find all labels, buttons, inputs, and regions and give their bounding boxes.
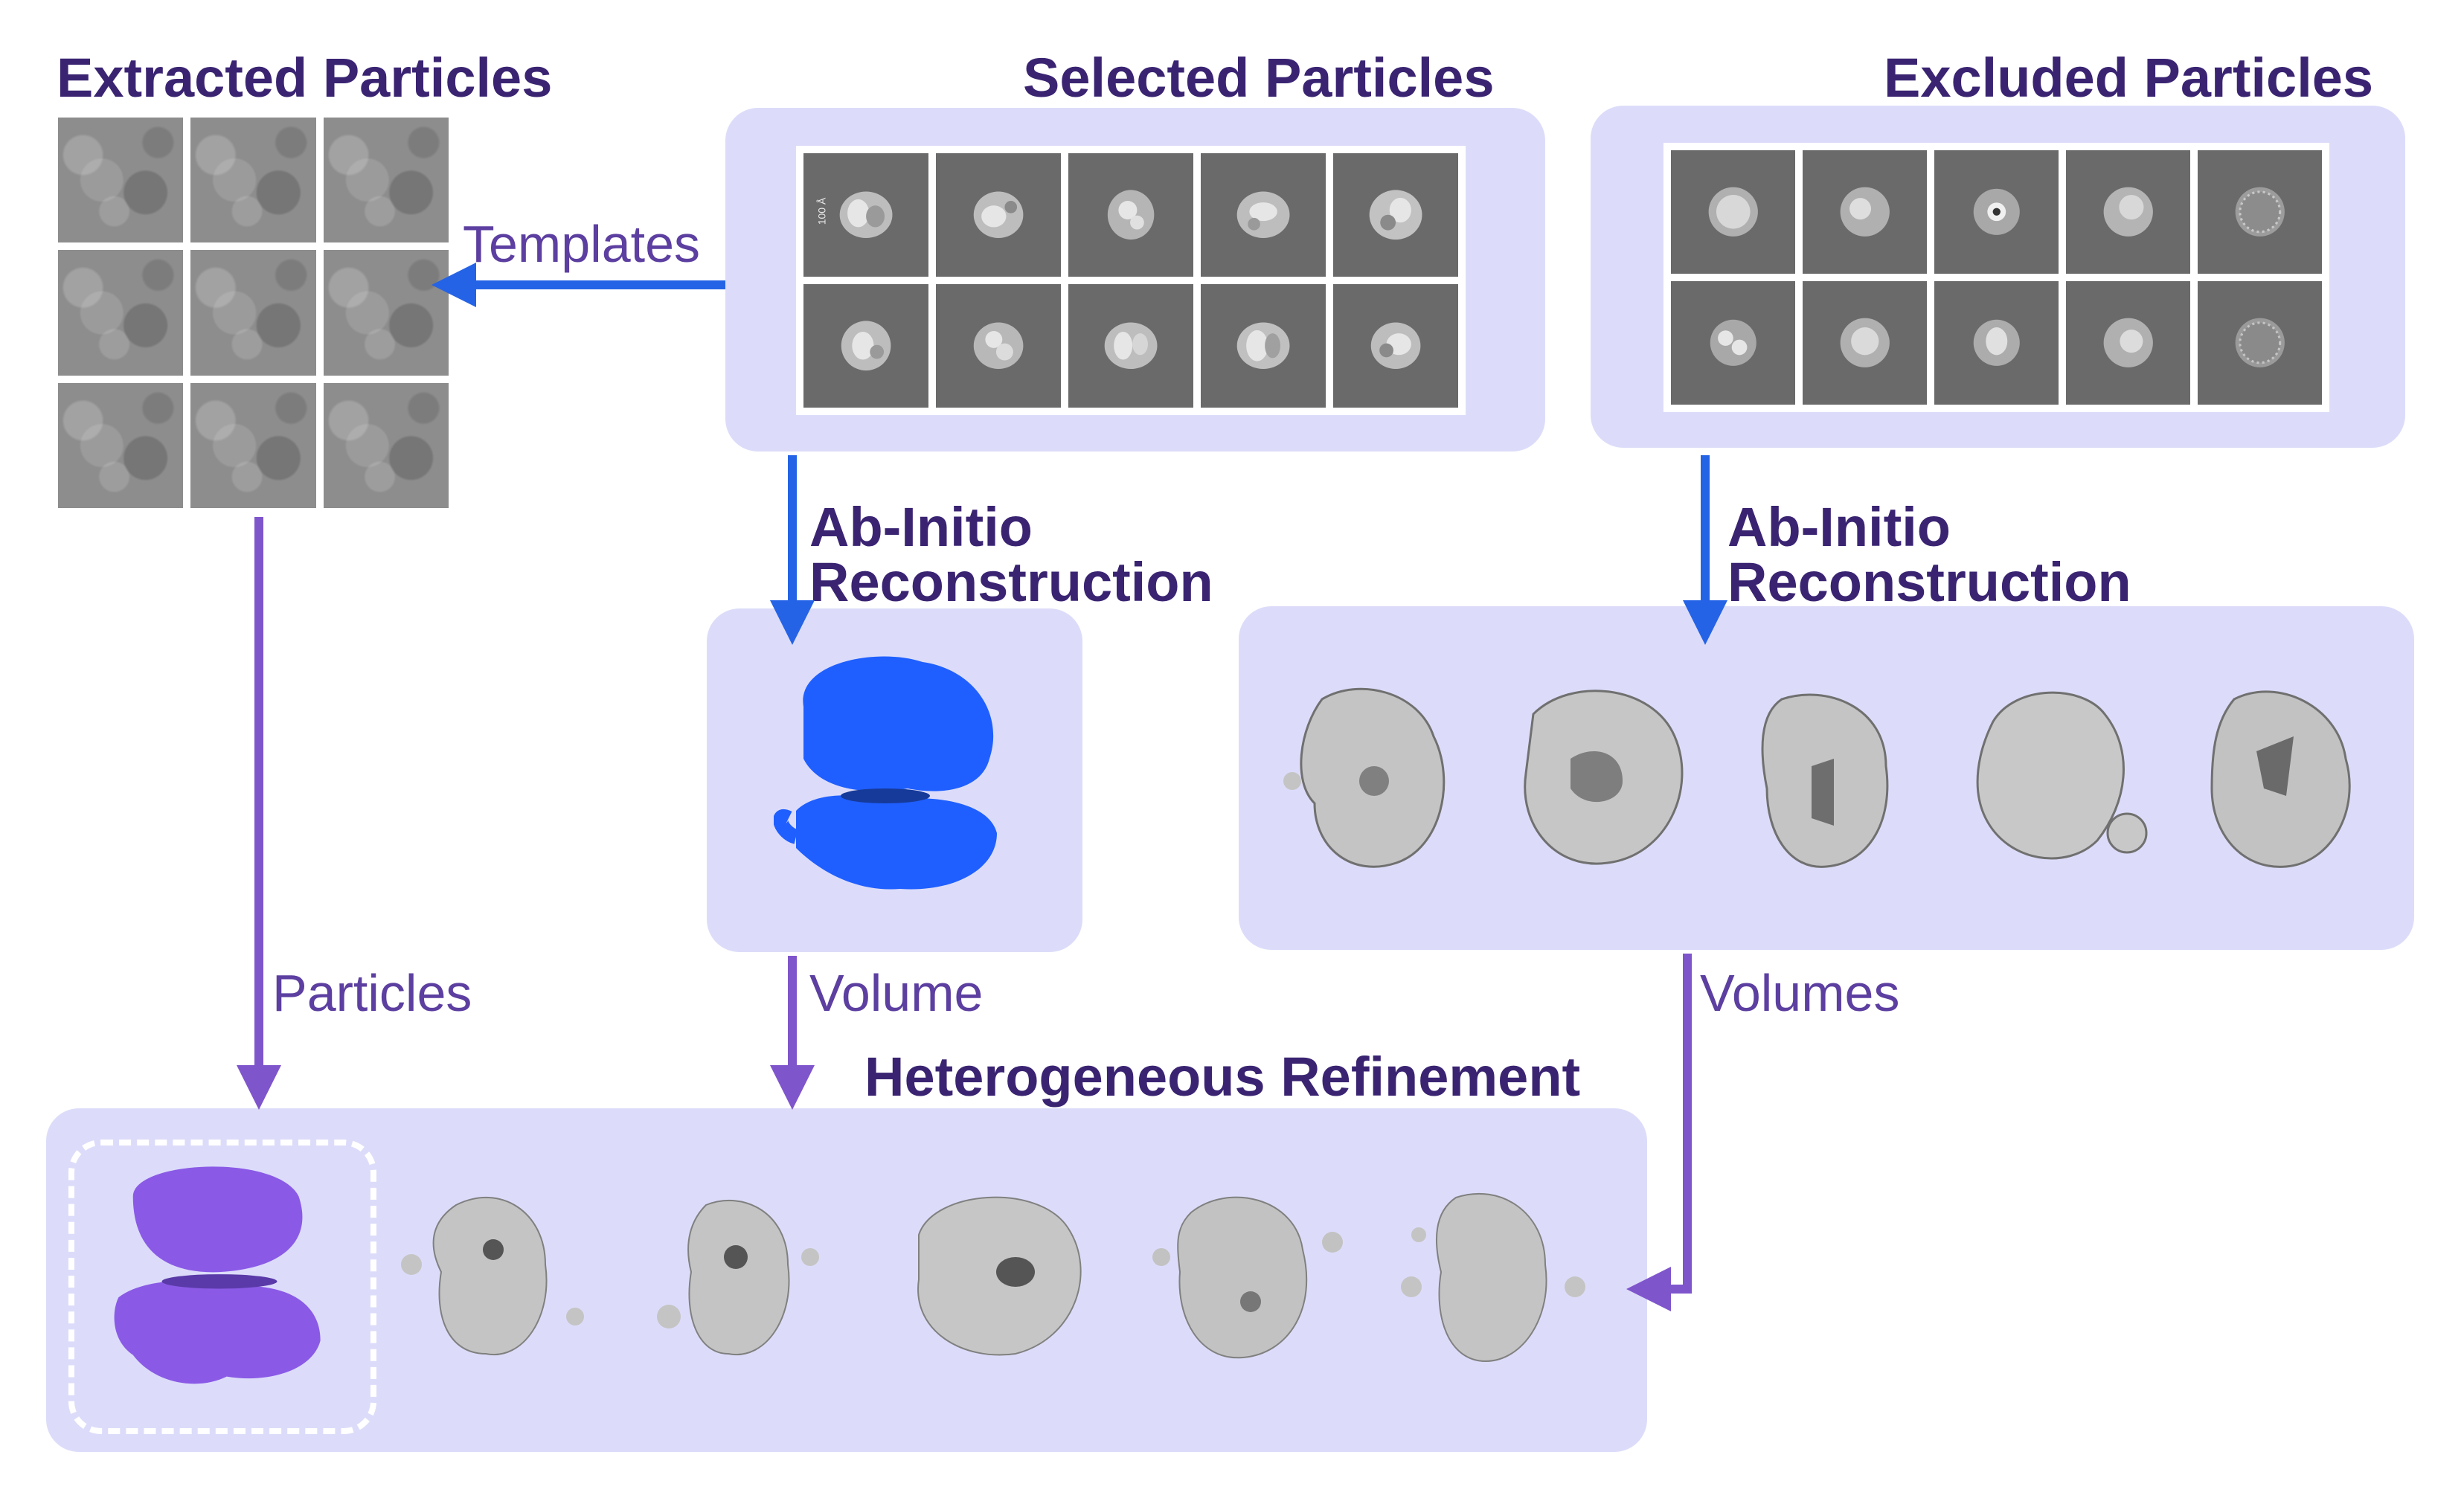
extracted-particles-grid: [58, 118, 449, 508]
class-average: [1201, 284, 1326, 408]
class-average: [1333, 284, 1458, 408]
grey-volume: [657, 1199, 819, 1356]
grey-volume: [2210, 690, 2351, 868]
grey-volume: [401, 1197, 584, 1356]
class-average: [1333, 153, 1458, 277]
purple-volume: [114, 1166, 321, 1384]
grey-volume: [1401, 1192, 1585, 1363]
volume-label: Volume: [809, 964, 984, 1022]
class-average: [1803, 281, 1927, 405]
excluded-class-grid: [1663, 143, 2329, 412]
title-selected-particles: Selected Particles: [1023, 47, 1495, 109]
class-average: [1803, 150, 1927, 274]
heterogeneous-volume-row: [372, 1145, 1622, 1413]
micrograph-tile: [58, 382, 184, 508]
title-extracted-particles: Extracted Particles: [57, 47, 553, 109]
micrograph-tile: [190, 382, 316, 508]
title-heterogeneous-refinement: Heterogeneous Refinement: [864, 1046, 1581, 1108]
class-average: [936, 284, 1061, 408]
blue-volume: [774, 656, 997, 890]
class-average: [936, 153, 1061, 277]
abinitio-label-selected: Ab-Initio Reconstruction: [809, 496, 1213, 613]
micrograph-tile: [323, 118, 449, 243]
class-average: [2066, 281, 2190, 405]
excluded-volume-row: [1265, 655, 2396, 907]
title-excluded-particles: Excluded Particles: [1884, 47, 2374, 109]
class-average: [1934, 150, 2059, 274]
class-average: [1934, 281, 2059, 405]
class-average: [1671, 281, 1795, 405]
abinitio-label-excluded: Ab-Initio Reconstruction: [1727, 496, 2131, 613]
micrograph-tile: [190, 118, 316, 243]
micrograph-tile: [190, 250, 316, 376]
class-average: [1671, 150, 1795, 274]
selected-class-highlight: [68, 1140, 376, 1434]
micrograph-tile: [58, 250, 184, 376]
class-average: [803, 284, 928, 408]
grey-volume: [1283, 687, 1446, 868]
grey-volume: [1761, 693, 1889, 868]
heterogeneous-panel: [46, 1108, 1647, 1452]
class-average: [1068, 153, 1193, 277]
volumes-label: Volumes: [1700, 964, 1900, 1022]
particles-label: Particles: [272, 964, 472, 1022]
class-average: 100 Å: [803, 153, 928, 277]
class-average: [2198, 150, 2322, 274]
templates-label: Templates: [463, 215, 701, 273]
grey-volume: [1976, 691, 2148, 860]
grey-volume: [1524, 690, 1684, 865]
micrograph-tile: [58, 118, 184, 243]
class-average: [2198, 281, 2322, 405]
class-average: [2066, 150, 2190, 274]
class-average: [1068, 284, 1193, 408]
scale-bar-label: 100 Å: [815, 197, 828, 225]
grey-volume: [917, 1196, 1082, 1356]
micrograph-tile: [323, 382, 449, 508]
micrograph-tile: [323, 250, 449, 376]
selected-class-grid: 100 Å: [796, 146, 1466, 415]
grey-volume: [1152, 1196, 1343, 1359]
class-average: [1201, 153, 1326, 277]
